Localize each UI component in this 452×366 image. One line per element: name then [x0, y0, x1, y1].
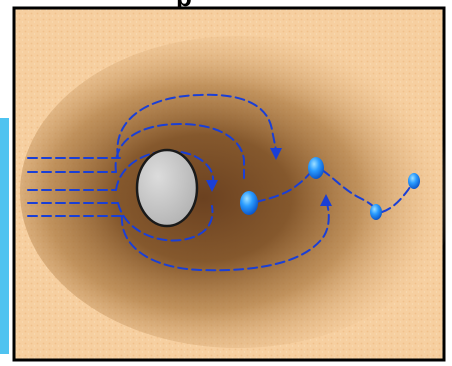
droplet-3: [370, 204, 382, 220]
cropped-title-text: p: [176, 0, 192, 10]
arrowhead-top: [270, 148, 282, 160]
obstacle-circle: [135, 148, 199, 228]
droplets: [240, 157, 420, 220]
flow-lines: [27, 93, 413, 272]
inner-recirculation-bottom: [117, 202, 214, 242]
arrowhead-bottom: [320, 194, 332, 206]
side-accent-bar: [0, 118, 9, 354]
outer-bottom-stream: [120, 199, 330, 272]
droplet-1: [240, 191, 258, 215]
droplet-4: [408, 173, 420, 189]
flow-arrowheads: [206, 148, 332, 206]
inner-recirculation-top: [115, 150, 215, 191]
arrowhead-inner: [206, 180, 218, 192]
droplet-2: [308, 157, 324, 179]
middle-top-stream: [114, 122, 245, 179]
wake-cloud: [20, 36, 452, 348]
outer-top-stream: [116, 93, 277, 159]
droplet-trail-3: [381, 183, 413, 213]
